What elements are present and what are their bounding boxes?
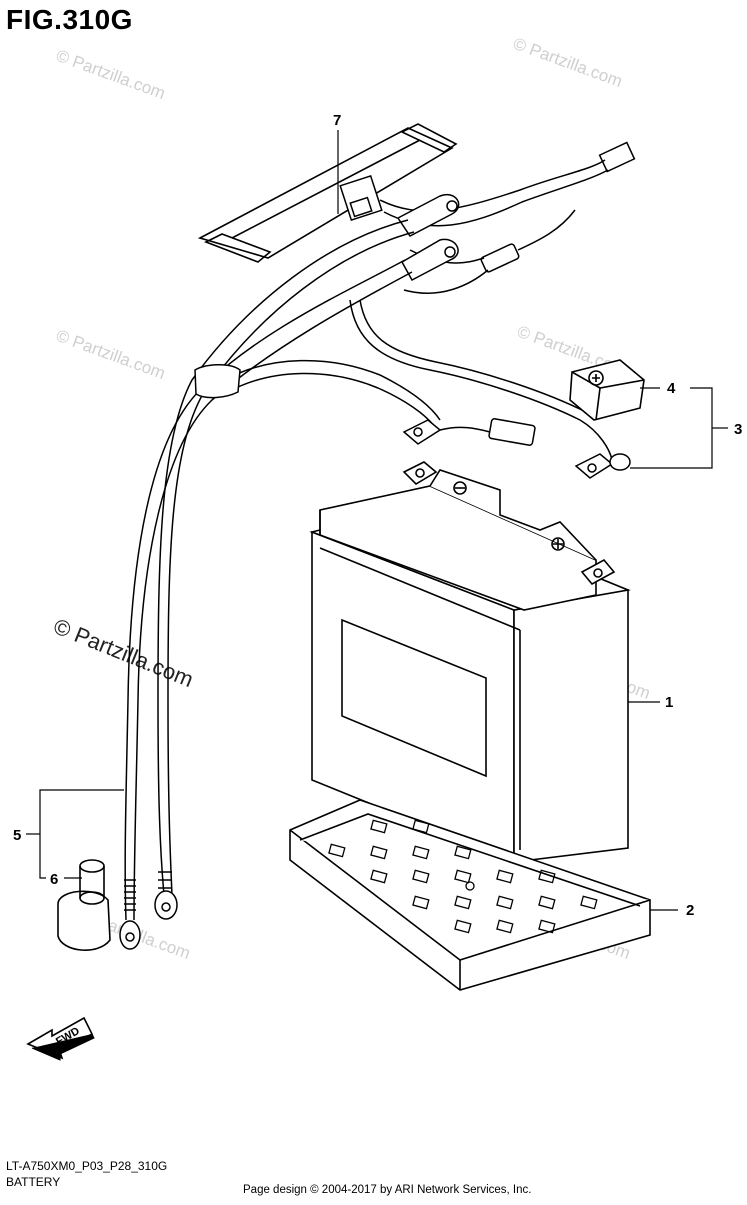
fwd-arrow-shadow [31, 1033, 95, 1061]
battery-cables [119, 219, 441, 950]
battery-tray [289, 799, 651, 991]
footer-left: LT-A750XM0_P03_P28_310G BATTERY [6, 1158, 167, 1190]
callout-7: 7 [333, 112, 341, 129]
leader-3 [630, 387, 713, 469]
terminal-boot [57, 859, 111, 951]
callout-3: 3 [734, 421, 742, 438]
figure-title: FIG.310G [6, 4, 133, 35]
callout-labels: 7 4 3 1 2 5 6 [13, 112, 742, 919]
section-name: BATTERY [6, 1175, 61, 1189]
callout-leaders [26, 130, 728, 911]
watermark-text-dark: © Partzilla.com [50, 613, 197, 692]
diagram-code: LT-A750XM0_P03_P28_310G [6, 1159, 168, 1173]
battery [309, 461, 631, 864]
callout-1: 1 [665, 694, 673, 711]
battery-strap [197, 123, 458, 263]
fwd-arrow: FWD [26, 1016, 95, 1061]
watermark-text: © Partzilla.com [54, 46, 168, 103]
watermark-text: © Partzilla.com [54, 326, 168, 383]
callout-6: 6 [50, 871, 58, 888]
callout-4: 4 [667, 380, 676, 397]
callout-5: 5 [13, 827, 21, 844]
footer-credit: Page design © 2004-2017 by ARI Network S… [243, 1184, 532, 1196]
sensor-lead [349, 299, 631, 479]
watermark-text: © Partzilla.com [511, 34, 625, 91]
callout-2: 2 [686, 902, 694, 919]
terminal-cover [569, 359, 645, 421]
wire-harness [339, 141, 636, 294]
